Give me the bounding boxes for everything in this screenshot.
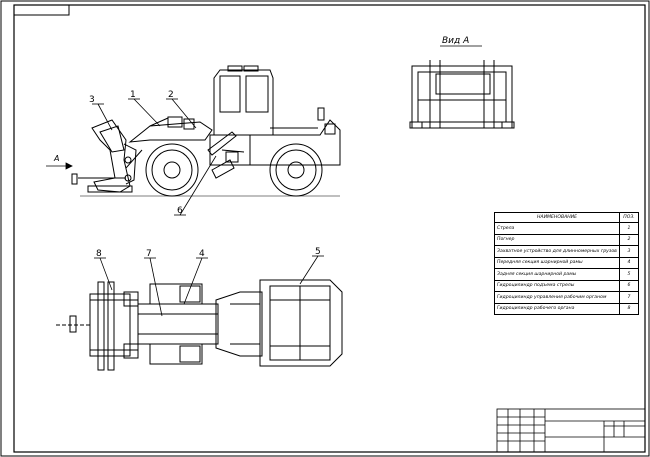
spec-header-name: НАИМЕНОВАНИЕ bbox=[494, 212, 620, 223]
callout-1: 1 bbox=[130, 90, 136, 100]
callout-2: 2 bbox=[168, 90, 174, 100]
top-stamp-box bbox=[13, 4, 70, 16]
view-a-drawing bbox=[409, 45, 515, 129]
row-pos: 8 bbox=[619, 302, 639, 315]
side-view-leaders bbox=[46, 98, 217, 216]
table-row: Захватное устройство для длинномерных гр… bbox=[494, 245, 639, 258]
spec-table-header: НАИМЕНОВАНИЕ ПОЗ. bbox=[494, 212, 639, 223]
row-name: Стрела bbox=[494, 222, 620, 235]
plan-view-loader bbox=[56, 279, 343, 371]
row-pos: 1 bbox=[619, 222, 639, 235]
row-name: Задняя секция шарнирной рамы bbox=[494, 268, 620, 281]
row-name: Передняя секция шарнирной рамы bbox=[494, 256, 620, 269]
side-view-loader bbox=[71, 65, 341, 197]
row-pos: 7 bbox=[619, 291, 639, 304]
callout-5: 5 bbox=[315, 247, 321, 257]
row-pos: 2 bbox=[619, 233, 639, 246]
view-arrow-label: А bbox=[53, 154, 59, 163]
row-name: Захватное устройство для длинномерных гр… bbox=[494, 245, 620, 258]
callout-3: 3 bbox=[89, 95, 95, 105]
callout-7: 7 bbox=[146, 249, 152, 259]
row-pos: 4 bbox=[619, 256, 639, 269]
row-pos: 3 bbox=[619, 245, 639, 258]
row-name: Гидроцилиндр рабочего органа bbox=[494, 302, 620, 315]
row-pos: 6 bbox=[619, 279, 639, 292]
callout-6: 6 bbox=[177, 206, 183, 216]
spec-header-pos: ПОЗ. bbox=[619, 212, 639, 223]
row-pos: 5 bbox=[619, 268, 639, 281]
callout-8: 8 bbox=[96, 249, 102, 259]
row-name: Погнер bbox=[494, 233, 620, 246]
title-block bbox=[496, 408, 646, 453]
plan-view-leaders bbox=[94, 255, 324, 317]
view-a-title: Вид А bbox=[442, 36, 469, 46]
callout-4: 4 bbox=[199, 249, 205, 259]
inner-frame bbox=[13, 4, 646, 453]
row-name: Гидроцилиндр управления рабочим органом bbox=[494, 291, 620, 304]
row-name: Гидроцилиндр подъема стрелы bbox=[494, 279, 620, 292]
